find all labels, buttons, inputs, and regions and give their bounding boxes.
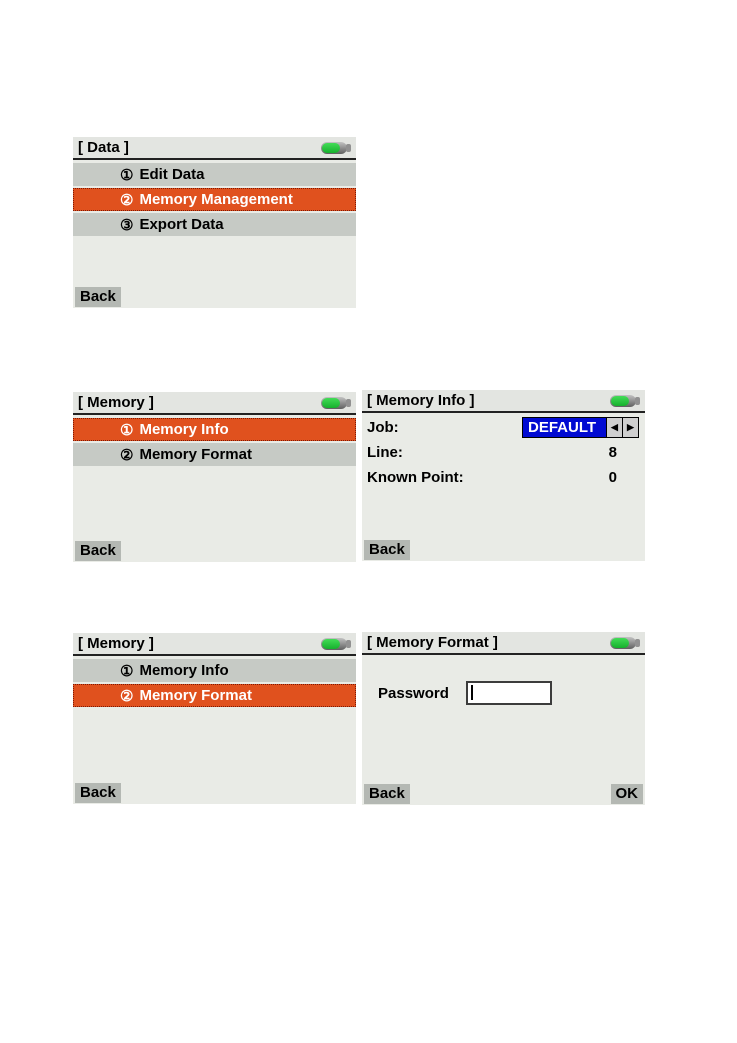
titlebar: [ Memory ] xyxy=(73,633,356,656)
password-label: Password xyxy=(378,684,449,702)
arrow-left-icon[interactable]: ◀ xyxy=(611,422,618,432)
item-number: ② xyxy=(120,446,134,464)
battery-icon xyxy=(610,394,641,407)
item-label: Edit Data xyxy=(139,166,205,183)
back-button[interactable]: Back xyxy=(364,784,410,804)
battery-icon xyxy=(610,636,641,649)
arrow-right-icon[interactable]: ▶ xyxy=(622,418,638,437)
back-button[interactable]: Back xyxy=(364,540,410,560)
item-number: ① xyxy=(120,662,134,680)
battery-icon xyxy=(321,396,352,409)
field-label: Known Point: xyxy=(367,469,464,486)
menu-item-memory-info[interactable]: ① Memory Info xyxy=(73,418,356,441)
screen-data-menu: [ Data ] ① Edit Data ② Memory Management… xyxy=(73,137,356,308)
info-fields: Job: DEFAULT ◀ ▶ Line: 8 Known Point: 0 xyxy=(362,413,645,490)
text-caret xyxy=(470,685,473,700)
job-selected-value: DEFAULT xyxy=(523,418,606,437)
menu-item-memory-management[interactable]: ② Memory Management xyxy=(73,188,356,211)
item-number: ② xyxy=(120,191,134,209)
item-label: Export Data xyxy=(139,216,224,233)
item-label: Memory Info xyxy=(139,662,229,679)
screen-title: [ Memory Info ] xyxy=(367,392,475,409)
screen-memory-menu-format-selected: [ Memory ] ① Memory Info ② Memory Format… xyxy=(73,633,356,804)
battery-icon xyxy=(321,141,352,154)
menu-list: ① Memory Info ② Memory Format xyxy=(73,656,356,707)
screen-title: [ Data ] xyxy=(78,139,129,156)
screen-memory-info: [ Memory Info ] Job: DEFAULT ◀ ▶ Line: 8… xyxy=(362,390,645,561)
menu-item-memory-format[interactable]: ② Memory Format xyxy=(73,684,356,707)
menu-list: ① Edit Data ② Memory Management ③ Export… xyxy=(73,160,356,236)
item-label: Memory Info xyxy=(139,421,229,438)
menu-list: ① Memory Info ② Memory Format xyxy=(73,415,356,466)
selector-arrows: ◀ ▶ xyxy=(606,418,638,437)
field-value: 0 xyxy=(608,469,617,486)
back-button[interactable]: Back xyxy=(75,541,121,561)
menu-item-edit-data[interactable]: ① Edit Data xyxy=(73,163,356,186)
field-label: Line: xyxy=(367,444,403,461)
password-input[interactable] xyxy=(465,681,552,705)
screen-memory-menu-info-selected: [ Memory ] ① Memory Info ② Memory Format… xyxy=(73,392,356,562)
screen-title: [ Memory Format ] xyxy=(367,634,498,651)
screen-title: [ Memory ] xyxy=(78,394,154,411)
menu-item-memory-format[interactable]: ② Memory Format xyxy=(73,443,356,466)
titlebar: [ Memory ] xyxy=(73,392,356,415)
field-line: Line: 8 xyxy=(362,440,645,465)
item-label: Memory Format xyxy=(139,446,252,463)
menu-item-memory-info[interactable]: ① Memory Info xyxy=(73,659,356,682)
field-value: 8 xyxy=(608,444,617,461)
item-label: Memory Format xyxy=(139,687,252,704)
menu-item-export-data[interactable]: ③ Export Data xyxy=(73,213,356,236)
ok-button[interactable]: OK xyxy=(610,784,643,804)
item-number: ① xyxy=(120,166,134,184)
battery-icon xyxy=(321,637,352,650)
titlebar: [ Memory Info ] xyxy=(362,390,645,413)
field-known-point: Known Point: 0 xyxy=(362,465,645,490)
screen-title: [ Memory ] xyxy=(78,635,154,652)
field-job: Job: DEFAULT ◀ ▶ xyxy=(362,415,645,440)
back-button[interactable]: Back xyxy=(75,783,121,803)
item-number: ① xyxy=(120,421,134,439)
item-number: ③ xyxy=(120,216,134,234)
item-number: ② xyxy=(120,687,134,705)
screen-memory-format: [ Memory Format ] Password Back OK xyxy=(362,632,645,805)
titlebar: [ Memory Format ] xyxy=(362,632,645,655)
item-label: Memory Management xyxy=(139,191,293,208)
password-row: Password xyxy=(378,681,645,705)
job-selector[interactable]: DEFAULT ◀ ▶ xyxy=(522,417,639,438)
titlebar: [ Data ] xyxy=(73,137,356,160)
back-button[interactable]: Back xyxy=(75,287,121,307)
field-label: Job: xyxy=(367,419,399,436)
